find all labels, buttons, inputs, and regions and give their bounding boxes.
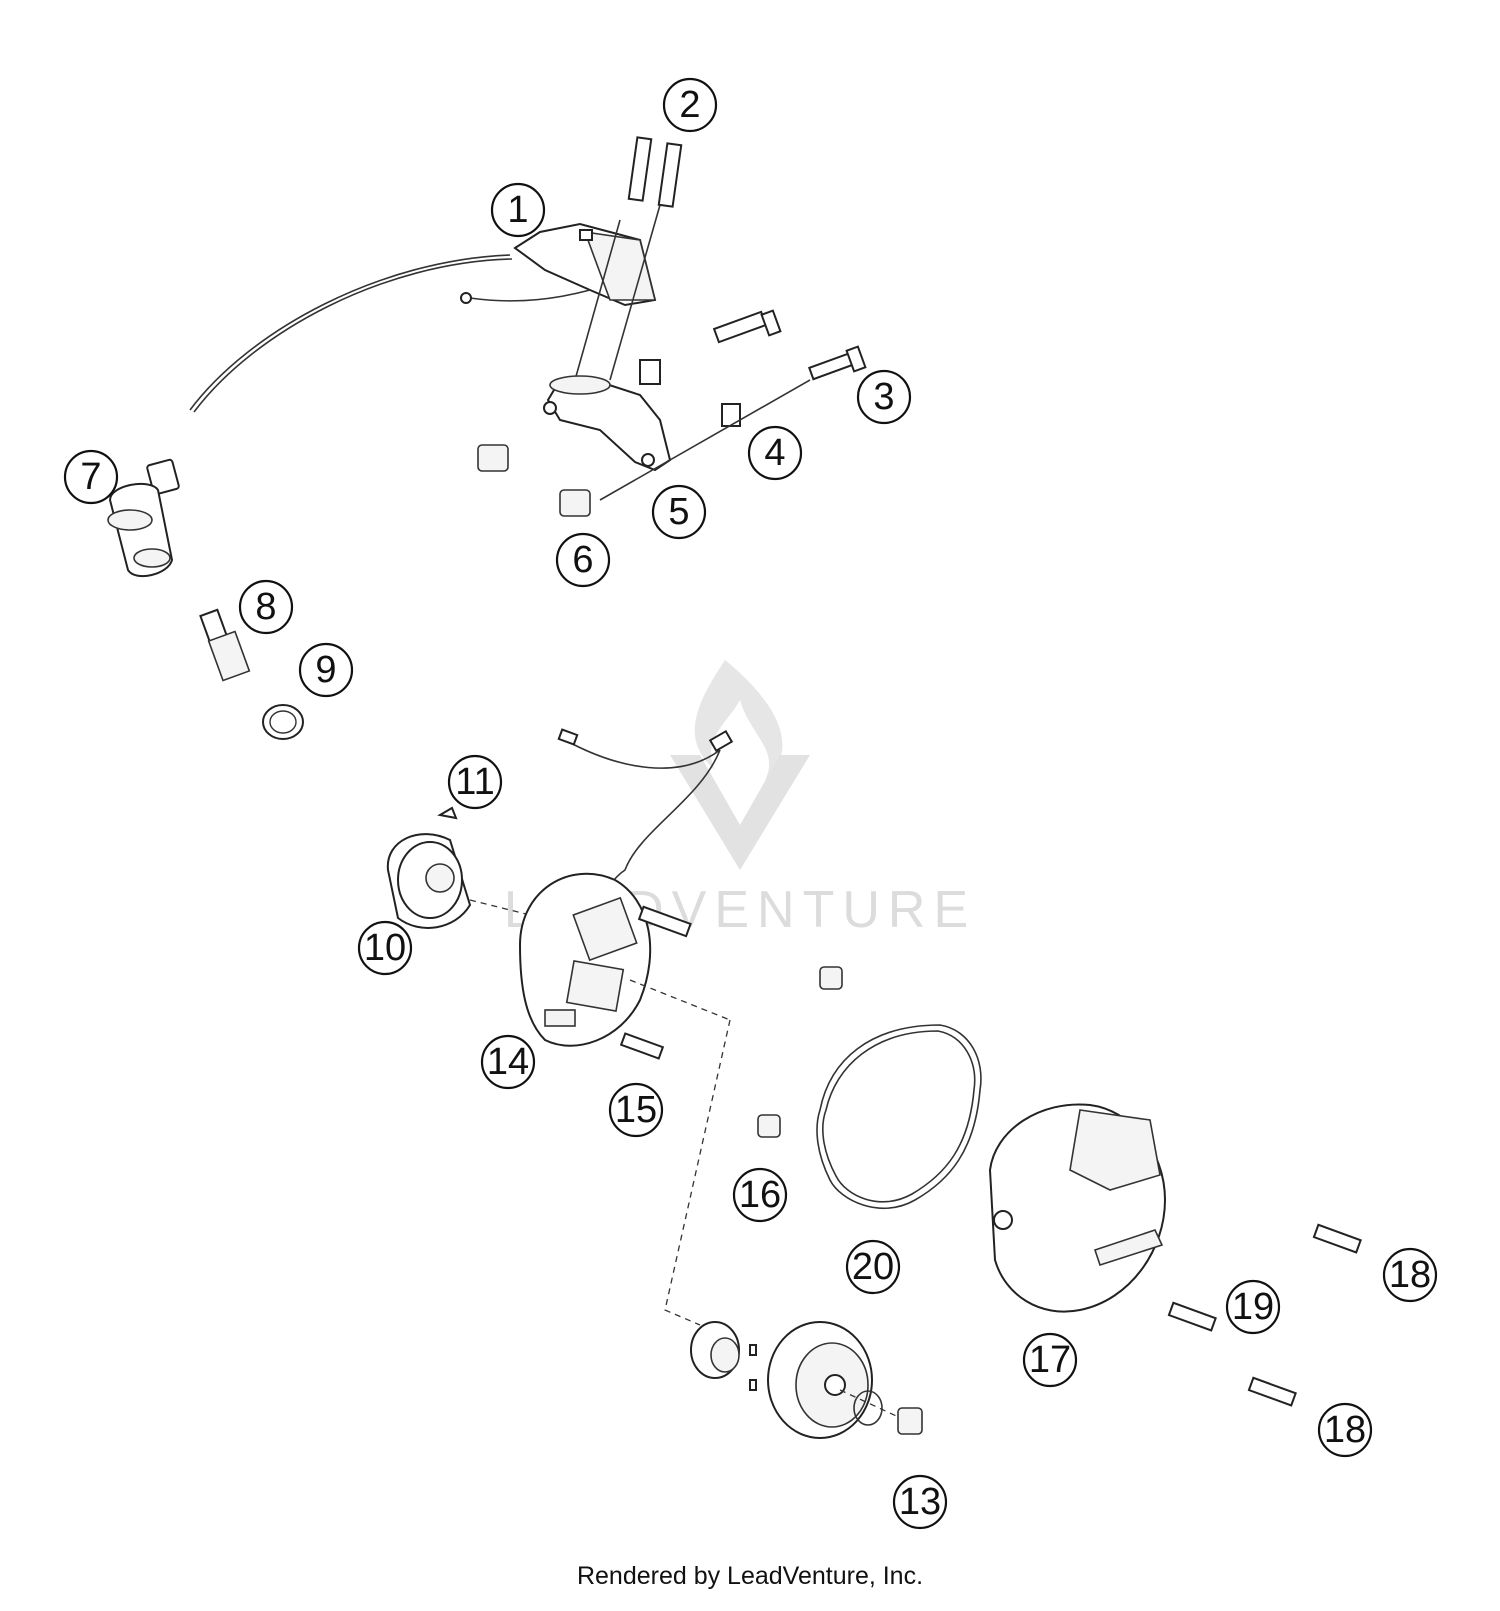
callout-10[interactable]: 10 (357, 920, 413, 976)
ignition-cover-part (988, 1103, 1167, 1313)
cover-gasket-part (816, 1024, 982, 1210)
callout-6[interactable]: 6 (555, 532, 611, 588)
callout-15[interactable]: 15 (608, 1082, 664, 1138)
svg-text:5: 5 (668, 491, 689, 533)
callout-2[interactable]: 2 (662, 77, 718, 133)
svg-text:9: 9 (315, 649, 336, 691)
svg-text:14: 14 (487, 1041, 529, 1083)
svg-text:8: 8 (255, 586, 276, 628)
callout-20[interactable]: 20 (845, 1239, 901, 1295)
spark-plug-connector-part (107, 458, 180, 578)
flywheel-part (664, 1019, 906, 1439)
callout-1[interactable]: 1 (490, 182, 546, 238)
svg-text:20: 20 (852, 1246, 894, 1288)
svg-text:3: 3 (873, 376, 894, 418)
callout-14[interactable]: 14 (480, 1034, 536, 1090)
cover-bolts-part (1167, 1223, 1362, 1407)
callout-7[interactable]: 7 (63, 449, 119, 505)
stator-screws-part (619, 905, 692, 1060)
svg-text:13: 13 (899, 1481, 941, 1523)
svg-text:19: 19 (1232, 1286, 1274, 1328)
ignition-coil-part (189, 222, 657, 413)
callout-17[interactable]: 17 (1022, 1332, 1078, 1388)
callout-11[interactable]: 11 (447, 754, 503, 810)
ignition-coil-screws-part (574, 136, 683, 381)
svg-text:17: 17 (1029, 1339, 1071, 1381)
svg-text:15: 15 (615, 1089, 657, 1131)
flywheel-rotor-part (386, 833, 531, 929)
svg-text:6: 6 (572, 539, 593, 581)
callout-19[interactable]: 19 (1225, 1279, 1281, 1335)
callout-16[interactable]: 16 (732, 1167, 788, 1223)
callout-18-lower[interactable]: 18 (1317, 1402, 1373, 1458)
callout-13[interactable]: 13 (892, 1474, 948, 1530)
svg-text:1: 1 (507, 189, 528, 231)
bracket-nuts-part (477, 444, 591, 517)
svg-text:4: 4 (764, 432, 785, 474)
svg-text:16: 16 (739, 1174, 781, 1216)
spark-plug-washer-part (262, 704, 304, 740)
svg-text:7: 7 (80, 456, 101, 498)
svg-text:2: 2 (679, 84, 700, 126)
svg-text:10: 10 (364, 927, 406, 969)
callout-5[interactable]: 5 (651, 484, 707, 540)
callout-8[interactable]: 8 (238, 579, 294, 635)
dowel-pins-part (757, 966, 843, 1138)
flywheel-nut-part (897, 1407, 923, 1435)
woodruff-key-part (437, 806, 458, 820)
callout-3[interactable]: 3 (856, 369, 912, 425)
footer-credit: Rendered by LeadVenture, Inc. (576, 1562, 924, 1590)
spark-plug-part (199, 608, 251, 682)
ignition-bracket-part (543, 375, 672, 472)
leadventure-watermark-logo (670, 660, 810, 870)
bracket-bolts-part (599, 309, 867, 501)
callout-9[interactable]: 9 (298, 642, 354, 698)
svg-text:18: 18 (1324, 1409, 1366, 1451)
callout-18-upper[interactable]: 18 (1382, 1247, 1438, 1303)
svg-text:11: 11 (455, 761, 494, 803)
stator-plate-part (518, 872, 731, 1047)
svg-text:18: 18 (1389, 1254, 1431, 1296)
callout-4[interactable]: 4 (747, 425, 803, 481)
